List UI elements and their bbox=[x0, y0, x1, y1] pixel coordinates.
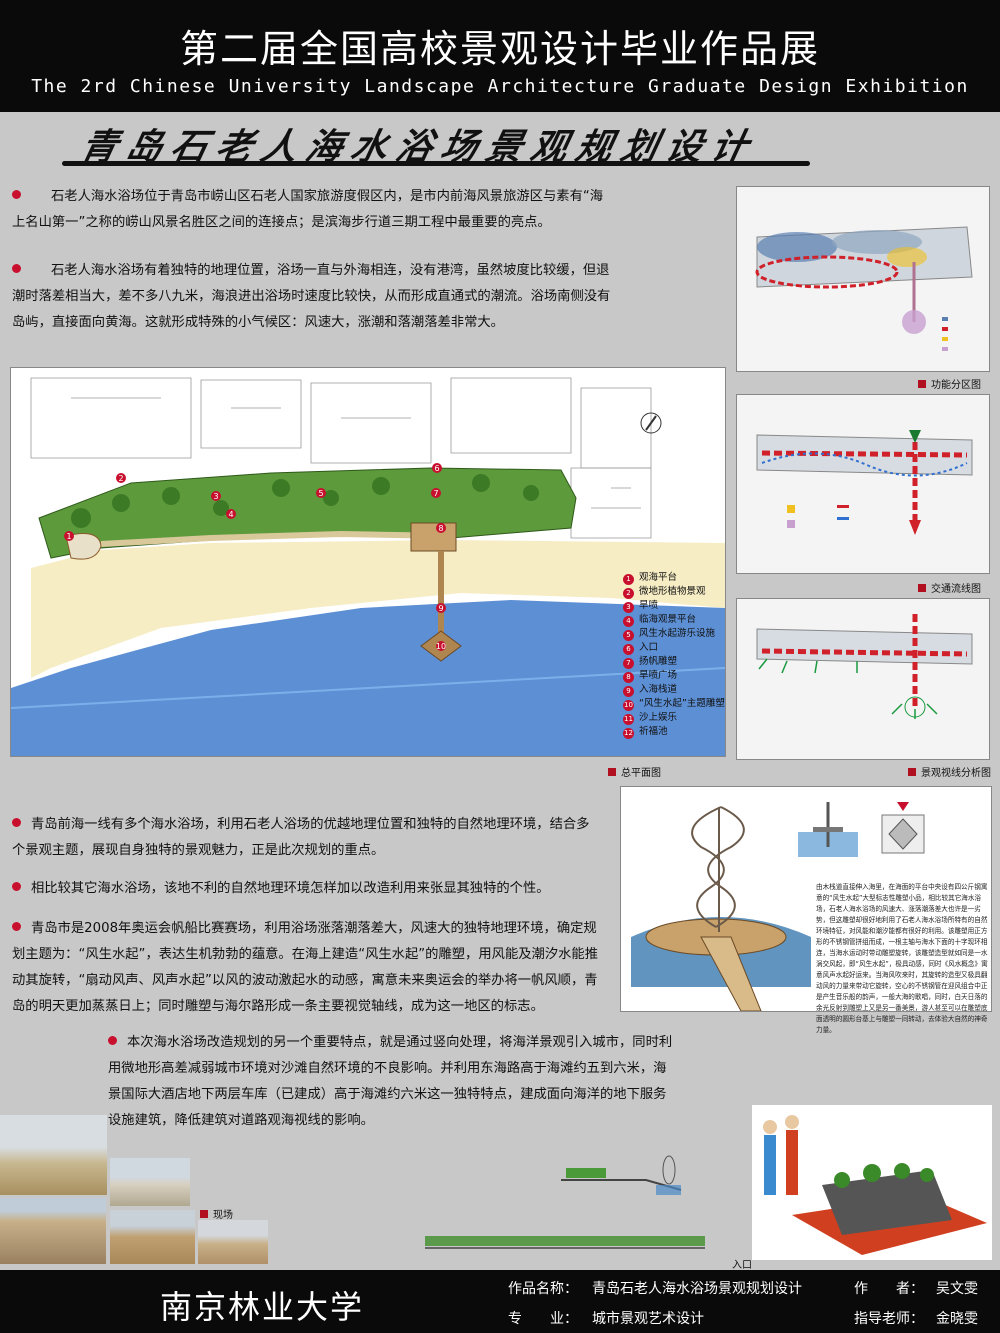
sea-area bbox=[11, 600, 725, 756]
author-name: 吴文雯 bbox=[936, 1281, 978, 1297]
work-name-label: 作品名称： bbox=[508, 1281, 578, 1297]
bullet-icon bbox=[12, 922, 21, 931]
section-sketch-1 bbox=[561, 1155, 682, 1195]
middle-paragraph-1: 青岛前海一线有多个海水浴场，利用石老人浴场的优越地理位置和独特的自然地理环境，结… bbox=[12, 817, 590, 858]
svg-text:3: 3 bbox=[213, 492, 218, 501]
legend-item: 10“风生水起”主题雕塑 bbox=[623, 698, 725, 711]
city-blocks bbox=[30, 377, 652, 539]
university-name: 南京林业大学 bbox=[160, 1288, 365, 1326]
bullet-icon bbox=[12, 818, 21, 827]
major-label: 专 业： bbox=[508, 1311, 578, 1327]
plaza-deck bbox=[410, 522, 457, 552]
entrance-caption: 入口 bbox=[732, 1260, 752, 1271]
function-zone-panel bbox=[736, 186, 990, 372]
site-photo bbox=[110, 1210, 195, 1264]
svg-text:8: 8 bbox=[438, 524, 443, 533]
tree-clusters bbox=[71, 474, 539, 528]
sculpture-description: 由木栈道直接伸入海里，在海面的平台中央设有四公斤钢寓意的“风生水起”大型标志性雕… bbox=[816, 883, 988, 1034]
major-name: 城市景观艺术设计 bbox=[592, 1311, 704, 1327]
svg-text:9: 9 bbox=[438, 604, 443, 613]
sculpture-sketch bbox=[621, 787, 811, 1012]
traffic-diagram bbox=[737, 395, 989, 573]
bullet-icon bbox=[12, 882, 21, 891]
sculpture-section-sketch bbox=[798, 802, 858, 857]
svg-text:1: 1 bbox=[66, 532, 71, 541]
master-plan-caption: 总平面图 bbox=[608, 764, 661, 779]
svg-text:10: 10 bbox=[436, 642, 446, 651]
sightline-diagram bbox=[737, 599, 989, 759]
svg-text:5: 5 bbox=[318, 489, 323, 498]
svg-text:7: 7 bbox=[433, 489, 438, 498]
middle-paragraph-2: 相比较其它海水浴场，该地不利的自然地理环境怎样加以改造利用来张显其独特的个性。 bbox=[12, 876, 602, 902]
bullet-icon bbox=[12, 190, 21, 199]
site-photo bbox=[0, 1198, 106, 1264]
traffic-panel bbox=[736, 394, 990, 574]
sea-pier bbox=[438, 551, 444, 636]
plan-markers: 1 2 3 4 5 6 7 8 9 10 bbox=[64, 463, 446, 651]
header-banner: 第二届全国高校景观设计毕业作品展 The 2rd Chinese Univers… bbox=[0, 0, 1000, 112]
exhibition-title-cn: 第二届全国高校景观设计毕业作品展 bbox=[179, 27, 820, 71]
title-underline bbox=[62, 161, 810, 166]
svg-text:4: 4 bbox=[228, 510, 233, 519]
middle-paragraph-3: 青岛市是2008年奥运会帆船比赛赛场，利用浴场涨落潮落差大，风速大的独特地理环境… bbox=[12, 921, 599, 1014]
promenade bbox=[100, 530, 452, 547]
sculpture-plan-sketch bbox=[881, 802, 925, 854]
site-photo bbox=[198, 1220, 268, 1264]
section-sketch-2 bbox=[425, 1236, 705, 1249]
intro-paragraph-2: 石老人海水浴场有着独特的地理位置，浴场一直与外海相连，没有港湾，虽然坡度比较缓，… bbox=[12, 263, 611, 330]
beach-area bbox=[31, 540, 725, 678]
svg-text:6: 6 bbox=[434, 464, 439, 473]
function-zone-caption: 功能分区图 bbox=[918, 376, 981, 391]
work-name: 青岛石老人海水浴场景观规划设计 bbox=[592, 1281, 802, 1297]
north-arrow-icon bbox=[640, 412, 662, 434]
bottom-paragraph: 本次海水浴场改造规划的另一个重要特点，就是通过竖向处理，将海洋景观引入城市，同时… bbox=[108, 1035, 673, 1128]
traffic-caption: 交通流线图 bbox=[918, 580, 981, 595]
advisor-name: 金晓雯 bbox=[936, 1311, 978, 1327]
author-label: 作 者： bbox=[854, 1281, 924, 1297]
sightline-panel bbox=[736, 598, 990, 760]
footer-bar: 南京林业大学 作品名称： 青岛石老人海水浴场景观规划设计 作 者： 吴文雯 专 … bbox=[0, 1270, 1000, 1333]
exhibition-title-en: The 2rd Chinese University Landscape Arc… bbox=[31, 76, 969, 97]
intro-paragraph-1: 石老人海水浴场位于青岛市崂山区石老人国家旅游度假区内，是市内前海风景旅游区与素有… bbox=[12, 189, 604, 230]
site-photo bbox=[0, 1115, 107, 1195]
function-zone-diagram bbox=[737, 187, 989, 371]
advisor-label: 指导老师： bbox=[854, 1311, 924, 1327]
site-photo bbox=[110, 1158, 190, 1206]
entrance-sketch-panel bbox=[752, 1105, 992, 1260]
sculpture-panel bbox=[620, 786, 992, 1012]
svg-text:2: 2 bbox=[118, 474, 123, 483]
bullet-icon bbox=[12, 264, 21, 273]
bullet-icon bbox=[108, 1036, 117, 1045]
sightline-caption: 景观视线分析图 bbox=[908, 764, 991, 779]
observation-deck bbox=[65, 533, 102, 560]
master-plan-drawing: 1 2 3 4 5 6 7 8 9 10 bbox=[10, 368, 726, 756]
site-caption: 现场 bbox=[200, 1206, 233, 1221]
